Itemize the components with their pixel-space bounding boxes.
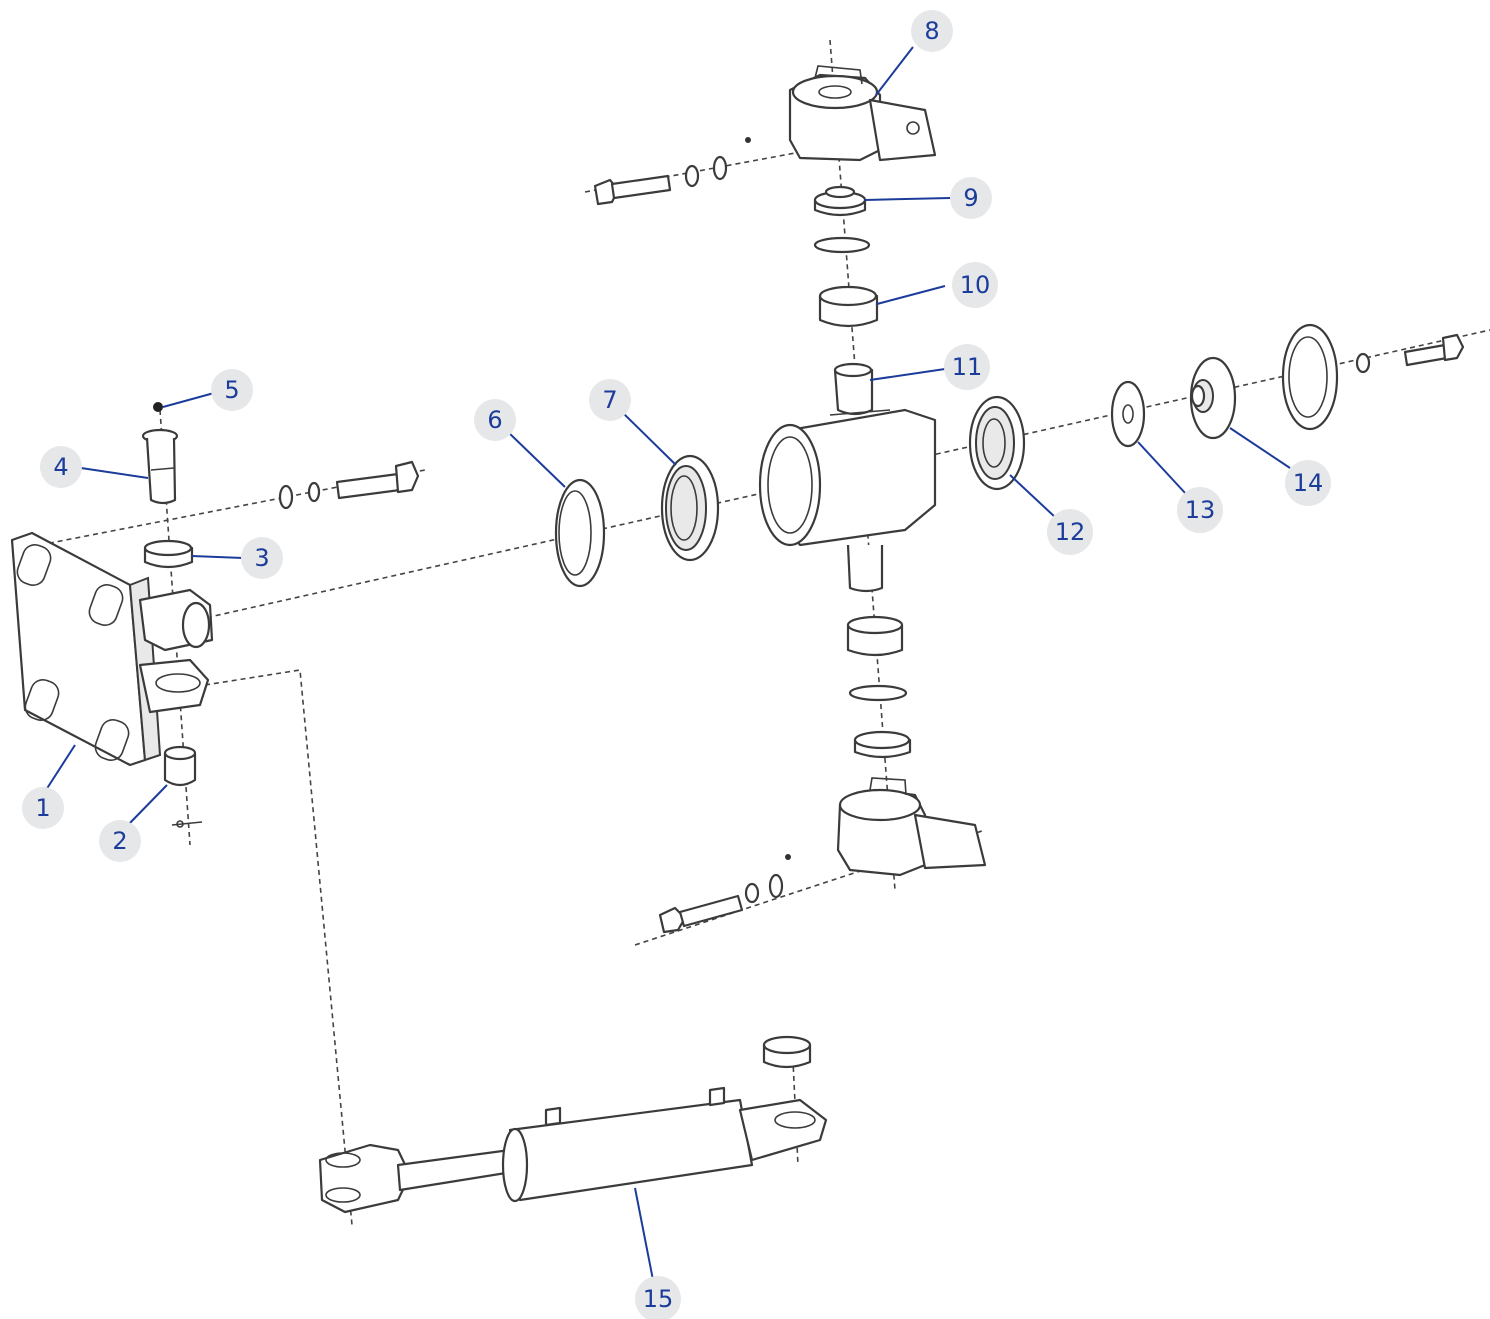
svg-text:12: 12 xyxy=(1055,518,1086,546)
mounting-plate-bracket xyxy=(10,531,214,767)
svg-text:7: 7 xyxy=(602,386,617,414)
callout-13: 13 xyxy=(1177,487,1223,533)
svg-text:13: 13 xyxy=(1185,496,1216,524)
callout-9: 9 xyxy=(950,177,992,219)
svg-text:11: 11 xyxy=(952,353,983,381)
rear-bearing xyxy=(968,395,1026,491)
upper-clamp-bracket xyxy=(788,65,937,162)
front-bearing xyxy=(660,454,720,562)
lower-clamp-bracket xyxy=(836,777,987,877)
upper-bush xyxy=(143,539,194,569)
lower-bush xyxy=(163,745,203,828)
svg-text:9: 9 xyxy=(963,184,978,212)
svg-text:5: 5 xyxy=(224,376,239,404)
thrust-washer xyxy=(1110,380,1146,448)
top-sleeve xyxy=(818,285,879,328)
svg-text:1: 1 xyxy=(35,794,50,822)
bolt-set-bottom xyxy=(658,854,791,934)
callout-3: 3 xyxy=(241,537,283,579)
callout-2: 2 xyxy=(99,820,141,862)
callout-8: 8 xyxy=(911,10,953,52)
callout-7: 7 xyxy=(589,379,631,421)
svg-text:10: 10 xyxy=(960,271,991,299)
top-seal xyxy=(813,185,867,217)
hydraulic-cylinder xyxy=(318,1035,828,1214)
rear-seal-and-bolt xyxy=(1281,323,1465,431)
end-cap xyxy=(1189,356,1237,440)
svg-text:15: 15 xyxy=(643,1285,674,1313)
callout-1: 1 xyxy=(22,787,64,829)
svg-text:8: 8 xyxy=(924,17,939,45)
svg-text:2: 2 xyxy=(112,827,127,855)
lower-o-ring xyxy=(848,684,908,702)
pivot-pin xyxy=(141,428,179,505)
lower-sleeve xyxy=(846,615,904,657)
svg-text:4: 4 xyxy=(53,453,68,481)
svg-text:14: 14 xyxy=(1293,469,1324,497)
callout-15: 15 xyxy=(635,1276,681,1319)
callout-5: 5 xyxy=(211,369,253,411)
top-o-ring xyxy=(813,236,871,254)
lower-seal xyxy=(853,730,912,759)
svg-text:6: 6 xyxy=(487,406,502,434)
callout-12: 12 xyxy=(1047,509,1093,555)
callouts: 1 2 3 4 5 6 7 8 9 10 11 12 13 14 15 xyxy=(22,10,1331,1319)
callout-4: 4 xyxy=(40,446,82,488)
central-housing xyxy=(758,362,937,593)
callout-6: 6 xyxy=(474,399,516,441)
bolt-set-left xyxy=(278,460,420,510)
leader-lines xyxy=(45,46,1291,1286)
callout-11: 11 xyxy=(944,344,990,390)
callout-10: 10 xyxy=(952,262,998,308)
outer-seal-ring xyxy=(554,478,606,588)
grease-nipple xyxy=(153,402,163,412)
callout-14: 14 xyxy=(1285,460,1331,506)
svg-text:3: 3 xyxy=(254,544,269,572)
bolt-set-top xyxy=(593,137,751,206)
